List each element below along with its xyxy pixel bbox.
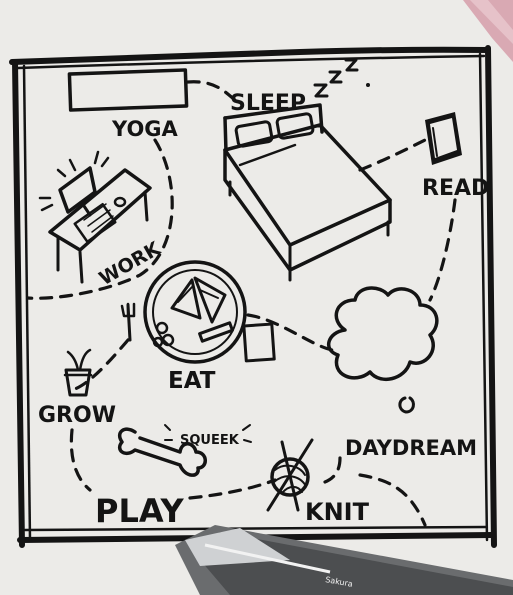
- work-desk-drawing: [38, 150, 152, 284]
- label-play: PLAY: [95, 492, 185, 530]
- route-path: [26, 80, 457, 527]
- bone-toy: [117, 427, 207, 477]
- label-grow: GROW: [38, 403, 116, 428]
- label-eat: EAT: [168, 368, 216, 394]
- pink-pencil: [463, 0, 513, 62]
- label-squeek: SQUEEK: [180, 433, 240, 448]
- label-sleep: SLEEP: [230, 91, 306, 116]
- squeek-marks: [164, 424, 252, 443]
- book-drawing: [425, 112, 462, 165]
- plant-pot: [63, 348, 93, 397]
- napkin: [242, 322, 276, 363]
- yarn-ball: [266, 438, 314, 512]
- label-yoga: YOGA: [111, 117, 179, 141]
- label-daydream: DAYDREAM: [345, 436, 477, 460]
- yoga-mat: [67, 68, 189, 112]
- label-read: READ: [422, 176, 489, 201]
- plate-with-sandwich: [143, 260, 247, 364]
- bed-drawing: [223, 103, 392, 282]
- fork: [120, 302, 136, 342]
- daydream-cloud: [326, 286, 439, 414]
- label-knit: KNIT: [305, 498, 370, 526]
- sakura-pen: Sakura: [175, 525, 513, 595]
- sleep-zzz: [313, 58, 370, 98]
